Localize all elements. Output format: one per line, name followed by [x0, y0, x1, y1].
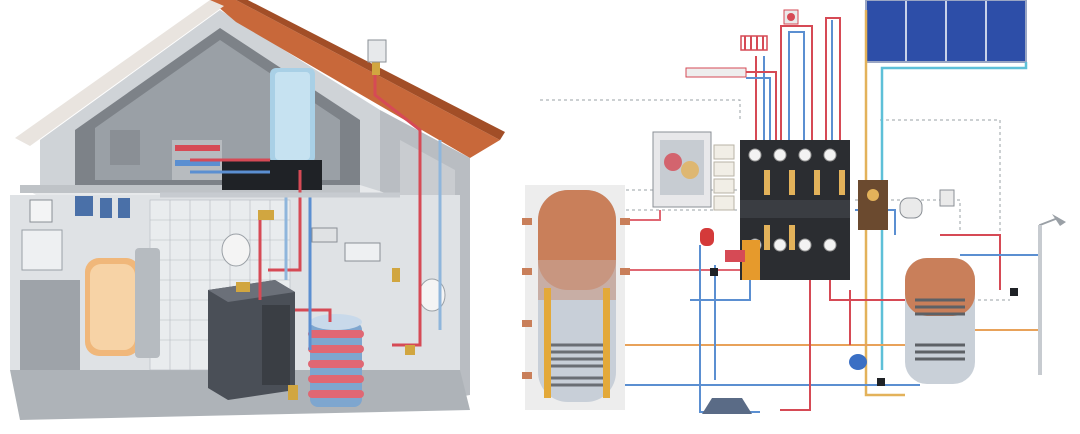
control-modules	[713, 144, 735, 211]
hot-water-cylinder	[308, 314, 364, 407]
towel-radiator	[685, 67, 747, 78]
hot-water-tank	[905, 258, 975, 384]
solar-collector-panel	[865, 0, 1027, 63]
roof-left-edge	[15, 0, 224, 146]
cold-water-inlet	[702, 398, 752, 414]
solar-expansion-vessel	[849, 354, 867, 370]
shower-head	[1038, 214, 1066, 375]
expansion-vessel-red	[700, 228, 714, 246]
pump-group	[740, 140, 850, 280]
heating-pipes	[625, 17, 1041, 413]
attic-unit	[222, 160, 322, 190]
house-cutaway	[10, 0, 505, 420]
hydraulic-separator	[742, 240, 760, 280]
valves	[236, 55, 415, 400]
radiator	[740, 35, 768, 51]
expansion-vessel	[221, 233, 251, 267]
piping-schematic	[522, 0, 1066, 414]
tank-enclosure	[20, 280, 80, 370]
mixing-module	[858, 180, 955, 230]
boiler	[208, 280, 295, 400]
roof	[210, 0, 500, 158]
buffer-tank	[525, 185, 625, 410]
wall-boiler	[652, 131, 712, 208]
